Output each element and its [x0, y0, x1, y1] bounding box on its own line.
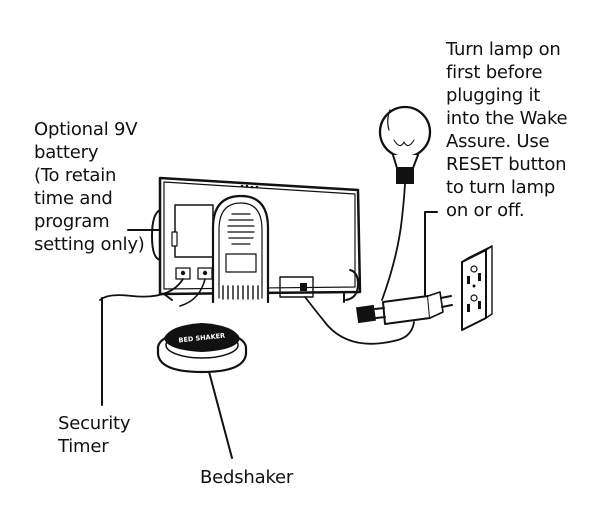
wake-assure-unit	[151, 176, 362, 304]
wall-outlet	[461, 245, 493, 331]
lamp-leader-line	[411, 211, 438, 301]
bedshaker-label: Bedshaker	[200, 467, 294, 488]
lamp-callout-label: Turn lamp on first before plugging it in…	[446, 39, 568, 221]
battery-callout-label: Optional 9V battery (To retain time and …	[34, 119, 145, 255]
plug-adapter	[382, 291, 453, 325]
bedshaker-leader-line	[207, 367, 233, 459]
lamp-bulb	[378, 105, 432, 301]
bedshaker-cord	[99, 278, 184, 301]
bedshaker-device: BED SHAKER	[156, 323, 248, 374]
lamp-cord	[304, 296, 415, 345]
lamp-plug	[355, 304, 386, 324]
speaker-housing	[211, 194, 270, 304]
security-timer-label: Security Timer	[58, 413, 131, 457]
unit-outlet	[279, 276, 314, 298]
